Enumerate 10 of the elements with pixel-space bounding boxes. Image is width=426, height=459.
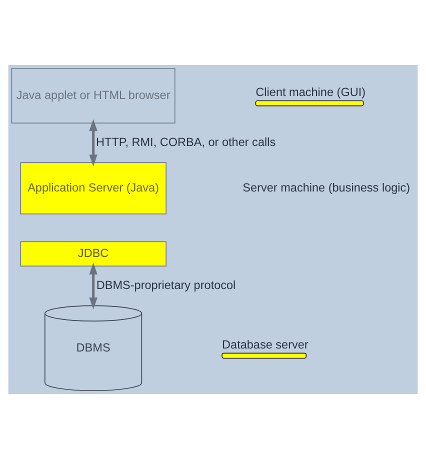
node-box: Application Server (Java) xyxy=(20,162,166,214)
arrow xyxy=(89,119,98,166)
node-box: Java applet or HTML browser xyxy=(11,68,176,124)
label: Client machine (GUI) xyxy=(256,86,366,99)
label: Database server xyxy=(222,338,308,352)
edge-label: HTTP, RMI, CORBA, or other calls xyxy=(96,136,276,149)
edge-label: DBMS-proprietary protocol xyxy=(96,278,236,292)
arrow xyxy=(89,262,98,310)
label: Server machine (business logic) xyxy=(242,181,410,194)
node-box: JDBC xyxy=(20,241,166,267)
